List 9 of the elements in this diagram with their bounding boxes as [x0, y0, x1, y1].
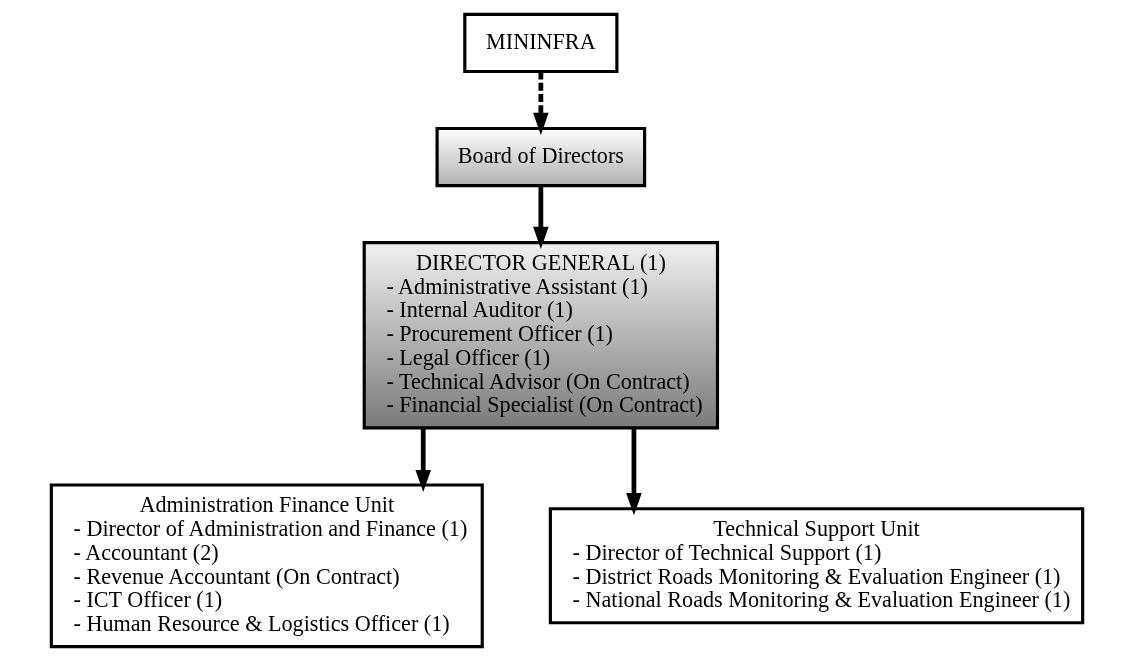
node-box: Board of Directors: [435, 126, 646, 188]
node-box: Technical Support Unit - Director of Technical Support (1) - District Roads Monitoring & Evaluation Engineer (1) - National Roads Monitoring & Evaluation Engineer (1): [548, 507, 1084, 625]
arrow: [532, 71, 549, 136]
arrow: [532, 185, 549, 250]
node-box: MININFRA: [462, 12, 618, 74]
node-box: DIRECTOR GENERAL (1) - Administrative Assistant (1) - Internal Auditor (1) - Procurement Officer (1) - Legal Officer (1) - Technical Advisor (On Contract) - Financial Specialist (On Contract): [362, 241, 719, 430]
node-box: Administration Finance Unit - Director of Administration and Finance (1) - Accountant (2) - Revenue Accountant (On Contract) - ICT Officer (1) - Human Resource & Logistics Officer (1): [49, 483, 484, 649]
arrow: [414, 428, 431, 493]
arrow: [625, 428, 642, 516]
